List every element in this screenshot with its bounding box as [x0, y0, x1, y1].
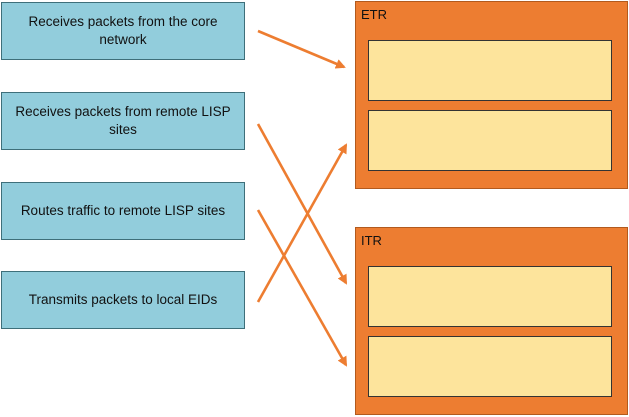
source-box-local-eids[interactable]: Transmits packets to local EIDs [1, 271, 245, 329]
source-label: Routes traffic to remote LISP sites [20, 203, 226, 218]
source-label: Receives packets from remote LISP sites [15, 104, 231, 137]
itr-drop-slot-2[interactable] [368, 336, 612, 397]
itr-group: ITR [355, 227, 628, 415]
etr-label: ETR [361, 7, 387, 22]
source-label: Receives packets from the core network [28, 14, 218, 47]
source-box-routes-traffic[interactable]: Routes traffic to remote LISP sites [1, 182, 245, 240]
source-label: Transmits packets to local EIDs [28, 292, 218, 307]
itr-label: ITR [361, 233, 382, 248]
etr-drop-slot-1[interactable] [368, 40, 612, 101]
etr-drop-slot-2[interactable] [368, 110, 612, 171]
source-box-core-network[interactable]: Receives packets from the core network [1, 2, 245, 60]
etr-group: ETR [355, 1, 628, 189]
arrow-remote-to-itr [256, 123, 348, 285]
source-box-remote-lisp-sites[interactable]: Receives packets from remote LISP sites [1, 92, 245, 150]
arrow-core-to-etr [257, 29, 346, 69]
itr-drop-slot-1[interactable] [368, 266, 612, 327]
arrow-local-to-etr [256, 143, 348, 303]
arrow-routes-to-itr [256, 209, 348, 367]
